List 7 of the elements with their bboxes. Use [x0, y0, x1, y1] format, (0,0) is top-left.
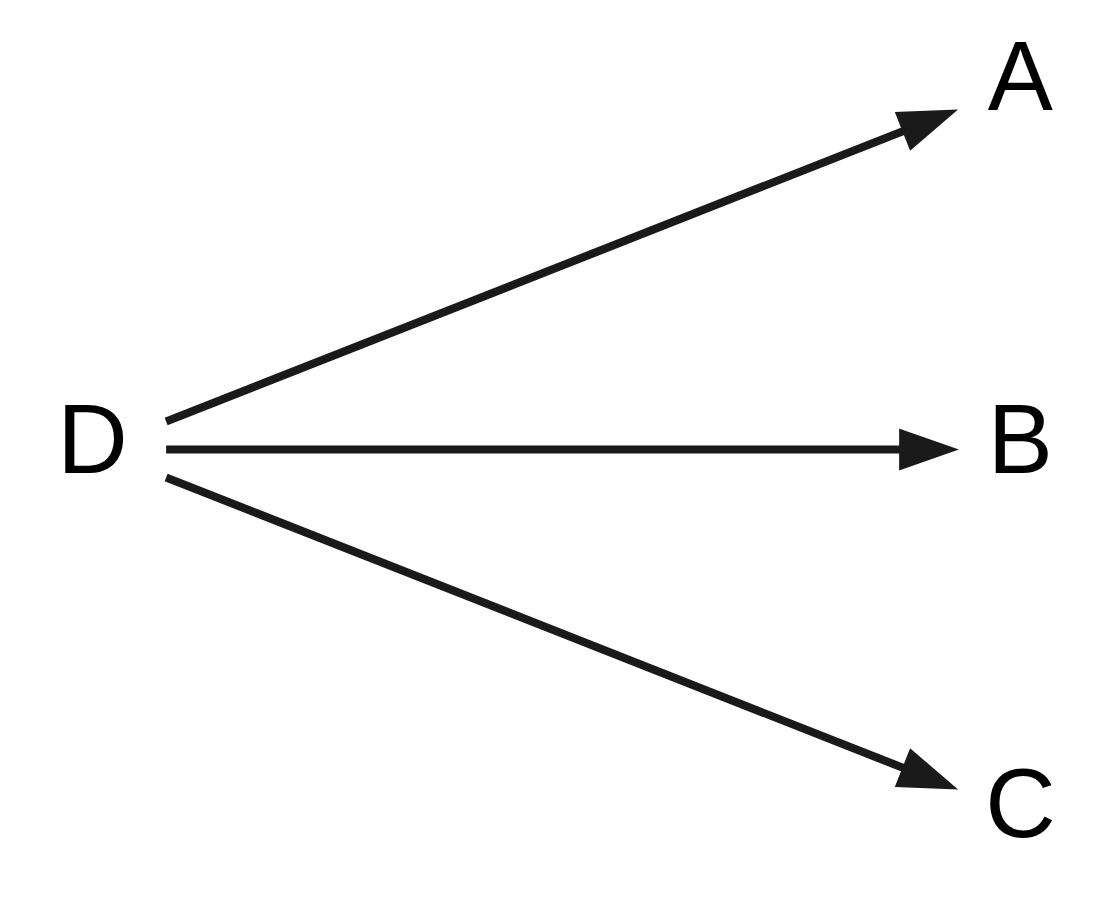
- arrow: [166, 428, 959, 470]
- arrow: [164, 108, 959, 425]
- node-text: B: [987, 384, 1053, 494]
- node-text: C: [985, 748, 1056, 858]
- node-text: D: [57, 384, 128, 494]
- arrow: [164, 473, 959, 790]
- node-text: A: [987, 21, 1053, 131]
